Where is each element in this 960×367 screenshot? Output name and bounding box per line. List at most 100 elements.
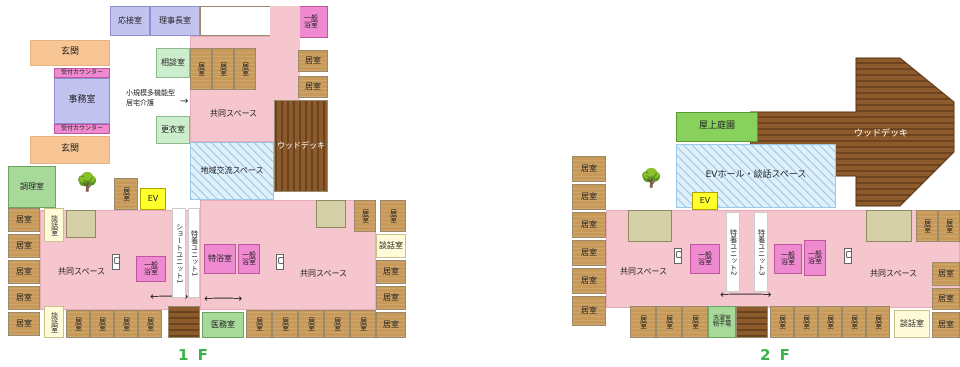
room-label: 居室 (197, 62, 206, 76)
room-label: 居室 (16, 318, 32, 328)
room-1f-t1: 居室 (190, 48, 212, 90)
special-bath: 特浴室 (204, 244, 236, 274)
room-label: 居室 (361, 209, 370, 223)
medical-room-label: 医務室 (211, 319, 235, 329)
room-label: 居室 (665, 315, 674, 329)
room-label: 居室 (305, 81, 321, 91)
community-space: 地域交流スペース (190, 142, 274, 200)
room-1f-t3: 居室 (234, 48, 256, 90)
wood-deck-1f-label: ウッドデッキ (277, 140, 325, 150)
room-label: 居室 (691, 315, 700, 329)
toilet-icon (276, 254, 284, 270)
bath-general-mid-1f: 一般 浴室 (136, 256, 166, 282)
room-1f-r1: 居室 (376, 260, 406, 284)
room-label: 居室 (850, 315, 859, 329)
bath-general-2f-right-label: 一般 浴室 (808, 249, 822, 265)
laundry: 洗濯室 物干場 (708, 306, 736, 338)
stairs-1f (168, 306, 200, 338)
short-unit: ショートユニット1 (172, 208, 186, 298)
room-label: 居室 (74, 317, 83, 331)
talk-room-left: 談話室 (44, 208, 64, 242)
reception-counter-2: 受付カウンター (54, 124, 110, 134)
room-2f-l2: 居室 (572, 184, 606, 210)
bath-general-2f-left-label: 一般 浴室 (698, 250, 712, 266)
room-1f-r0a: 居室 (354, 200, 376, 232)
community-space-label: 地域交流スペース (200, 165, 264, 175)
room-2f-b8: 居室 (866, 306, 890, 338)
room-2f-b1: 居室 (630, 306, 656, 338)
room-label: 居室 (16, 266, 32, 276)
director-room: 理事長室 (150, 6, 200, 36)
room-1f-l1: 居室 (8, 208, 40, 232)
room-label: 居室 (255, 317, 264, 331)
room-1f-r2: 居室 (376, 286, 406, 310)
tatami-1f-left (66, 210, 96, 238)
ev-2f-label: EV (699, 195, 711, 205)
room-label: 居室 (305, 55, 321, 65)
room-label: 居室 (122, 187, 131, 201)
room-label: 居室 (389, 209, 398, 223)
room-label: 居室 (802, 315, 811, 329)
room-label: 居室 (281, 317, 290, 331)
room-1f-r3: 居室 (376, 312, 406, 338)
room-2f-l4: 居室 (572, 240, 606, 266)
tokuyo-unit-2-label: 特養ユニット2 (729, 228, 738, 276)
entrance-top-label: 玄関 (60, 47, 79, 58)
common-space-right-label: 共同スペース (300, 269, 348, 278)
tree-icon-2f: 🌳 (640, 168, 663, 189)
stairs-2f (736, 306, 768, 338)
room-label: 居室 (383, 292, 399, 302)
bath-general-2f-left: 一般 浴室 (690, 244, 720, 274)
wood-deck-2f-label: ウッドデッキ (854, 129, 909, 139)
talk-room-right-label: 談話室 (379, 240, 403, 250)
reception-room: 応接室 (110, 6, 150, 36)
tokuyo-unit-1-label: 特養ユニット1 (190, 229, 199, 277)
room-1f-b5: 居室 (246, 310, 272, 338)
wood-deck-1f: ウッドデッキ (274, 100, 328, 192)
room-label: 居室 (122, 317, 131, 331)
rooftop-garden: 屋上庭園 (676, 112, 758, 142)
office-label: 事務室 (68, 95, 96, 106)
changing-room-label: 更衣室 (161, 124, 185, 134)
room-label: 居室 (219, 62, 228, 76)
kitchen: 調理室 (8, 166, 56, 208)
common-space-2f-left-label: 共同スペース (620, 267, 668, 276)
room-2f-b3: 居室 (682, 306, 708, 338)
bath-general-2f-right: 一般 浴室 (804, 240, 826, 276)
room-1f-b4: 居室 (138, 310, 162, 338)
small-multifunction-label: 小規模多機能型 居宅介護 (126, 89, 175, 107)
office: 事務室 (54, 78, 110, 124)
room-2f-r3: 居室 (932, 312, 960, 338)
room-1f-b7: 居室 (298, 310, 324, 338)
entrance-bottom-label: 玄関 (60, 144, 79, 155)
entrance-bottom: 玄関 (30, 136, 110, 164)
room-2f-r0a: 居室 (916, 210, 938, 242)
room-label: 居室 (146, 317, 155, 331)
room-1f-b9: 居室 (350, 310, 376, 338)
room-1f-r0b: 居室 (380, 200, 406, 232)
room-label: 居室 (874, 315, 883, 329)
ev-1f: EV (140, 188, 166, 210)
room-2f-r2: 居室 (932, 288, 960, 310)
consultation-room-label: 相談室 (161, 57, 185, 67)
room-1f-l3: 居室 (8, 260, 40, 284)
reception-counter-2-label: 受付カウンター (60, 124, 103, 132)
room-label: 居室 (16, 214, 32, 224)
room-1f-b8: 居室 (324, 310, 350, 338)
bath-general-top-label: 一般 浴室 (304, 13, 318, 29)
room-1f-b3: 居室 (114, 310, 138, 338)
reception-room-label: 応接室 (118, 15, 142, 25)
room-1f-l5: 居室 (8, 312, 40, 336)
room-label: 居室 (581, 247, 597, 257)
special-bath-label: 特浴室 (208, 253, 232, 263)
room-label: 居室 (581, 163, 597, 173)
room-1f-t2: 居室 (212, 48, 234, 90)
common-space-left-label: 共同スペース (58, 267, 106, 276)
talk-room-right: 談話室 (376, 234, 406, 258)
room-label: 居室 (98, 317, 107, 331)
room-2f-l3: 居室 (572, 212, 606, 238)
rooftop-garden-label: 屋上庭園 (698, 121, 735, 132)
room-label: 居室 (938, 268, 954, 278)
room-1f-b1: 居室 (66, 310, 90, 338)
tokuyo-unit-3-label: 特養ユニット3 (757, 228, 766, 276)
